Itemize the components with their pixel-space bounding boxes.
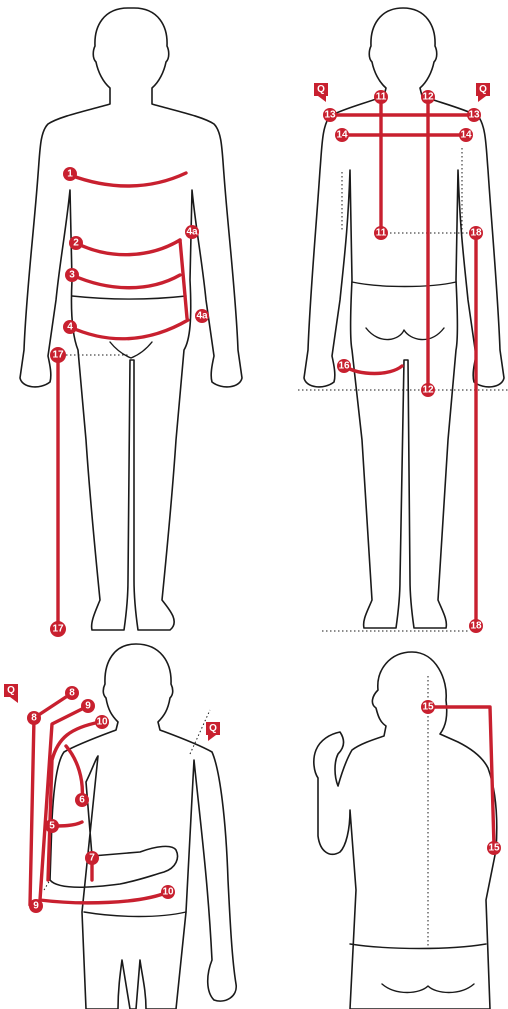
marker-15-spine: 15 xyxy=(421,700,435,714)
svg-text:Q: Q xyxy=(479,84,487,95)
svg-text:18: 18 xyxy=(470,228,482,239)
svg-text:12: 12 xyxy=(422,385,434,396)
svg-text:11: 11 xyxy=(376,92,387,103)
marker-4a-lower: 4a xyxy=(195,309,209,323)
marker-13-left: 13 xyxy=(323,108,337,122)
marker-13-right: 13 xyxy=(467,108,481,122)
svg-text:16: 16 xyxy=(338,361,350,372)
svg-text:3: 3 xyxy=(69,270,75,281)
marker-9-top: 9 xyxy=(81,699,95,713)
svg-text:7: 7 xyxy=(89,853,95,864)
marker-11-bottom: 11 xyxy=(374,226,388,240)
marker-16: 16 xyxy=(337,359,351,373)
marker-10-bottom: 10 xyxy=(161,885,175,899)
svg-text:12: 12 xyxy=(422,92,434,103)
svg-text:4: 4 xyxy=(67,322,73,333)
svg-text:10: 10 xyxy=(162,887,174,898)
svg-text:9: 9 xyxy=(85,701,91,712)
svg-text:5: 5 xyxy=(49,821,55,832)
back-body xyxy=(304,8,504,628)
marker-7: 7 xyxy=(85,851,99,865)
svg-text:8: 8 xyxy=(31,713,37,724)
svg-text:Q: Q xyxy=(7,685,15,696)
marker-12-top: 12 xyxy=(421,90,435,104)
svg-text:13: 13 xyxy=(324,110,336,121)
svg-text:9: 9 xyxy=(33,901,39,912)
q-tag-arm-left: Q xyxy=(4,684,18,703)
marker-4: 4 xyxy=(63,320,77,334)
svg-text:15: 15 xyxy=(488,843,500,854)
arm-figure-body xyxy=(50,644,236,1009)
marker-10-top: 10 xyxy=(95,715,109,729)
svg-text:4a: 4a xyxy=(186,227,198,238)
svg-text:11: 11 xyxy=(376,228,387,239)
marker-14-left: 14 xyxy=(335,128,349,142)
marker-5: 5 xyxy=(45,819,59,833)
marker-18-bottom: 18 xyxy=(469,619,483,633)
svg-text:14: 14 xyxy=(460,130,472,141)
svg-text:1: 1 xyxy=(67,169,73,180)
svg-text:17: 17 xyxy=(52,350,64,361)
svg-text:4a: 4a xyxy=(196,311,208,322)
front-figure: 1 2 3 4 4a 4a 17 17 xyxy=(20,8,242,637)
q-tag-arm-right: Q xyxy=(206,722,220,741)
svg-text:13: 13 xyxy=(468,110,480,121)
svg-text:10: 10 xyxy=(96,717,108,728)
marker-2: 2 xyxy=(69,236,83,250)
q-tag-right: Q xyxy=(476,83,490,102)
svg-text:18: 18 xyxy=(470,621,482,632)
svg-text:Q: Q xyxy=(317,84,325,95)
q-tag-left: Q xyxy=(314,83,328,102)
back-arm-figure: 15 15 xyxy=(314,652,501,1009)
marker-6: 6 xyxy=(75,793,89,807)
marker-8-top: 8 xyxy=(65,686,79,700)
marker-12-bottom: 12 xyxy=(421,383,435,397)
marker-4a-upper: 4a xyxy=(185,225,199,239)
marker-14-right: 14 xyxy=(459,128,473,142)
marker-1: 1 xyxy=(63,167,77,181)
marker-11-top: 11 xyxy=(374,90,388,104)
svg-text:8: 8 xyxy=(69,688,75,699)
front-head xyxy=(20,8,242,630)
svg-text:17: 17 xyxy=(52,624,64,635)
marker-3: 3 xyxy=(65,268,79,282)
svg-text:15: 15 xyxy=(422,702,434,713)
marker-18-top: 18 xyxy=(469,226,483,240)
svg-text:2: 2 xyxy=(73,238,79,249)
arm-elbow-guide xyxy=(44,880,50,890)
arm-figure: Q Q 8 8 9 9 10 10 5 6 7 xyxy=(4,644,236,1009)
marker-9-bottom: 9 xyxy=(29,899,43,913)
marker-8-left: 8 xyxy=(27,711,41,725)
svg-text:Q: Q xyxy=(209,723,217,734)
marker-17-bottom: 17 xyxy=(50,621,66,637)
svg-text:6: 6 xyxy=(79,795,85,806)
marker-17-top: 17 xyxy=(50,347,66,363)
marker-15-wrist: 15 xyxy=(487,841,501,855)
back-figure: Q Q 11 12 13 13 14 14 11 12 16 18 18 xyxy=(298,8,508,633)
svg-text:14: 14 xyxy=(336,130,348,141)
